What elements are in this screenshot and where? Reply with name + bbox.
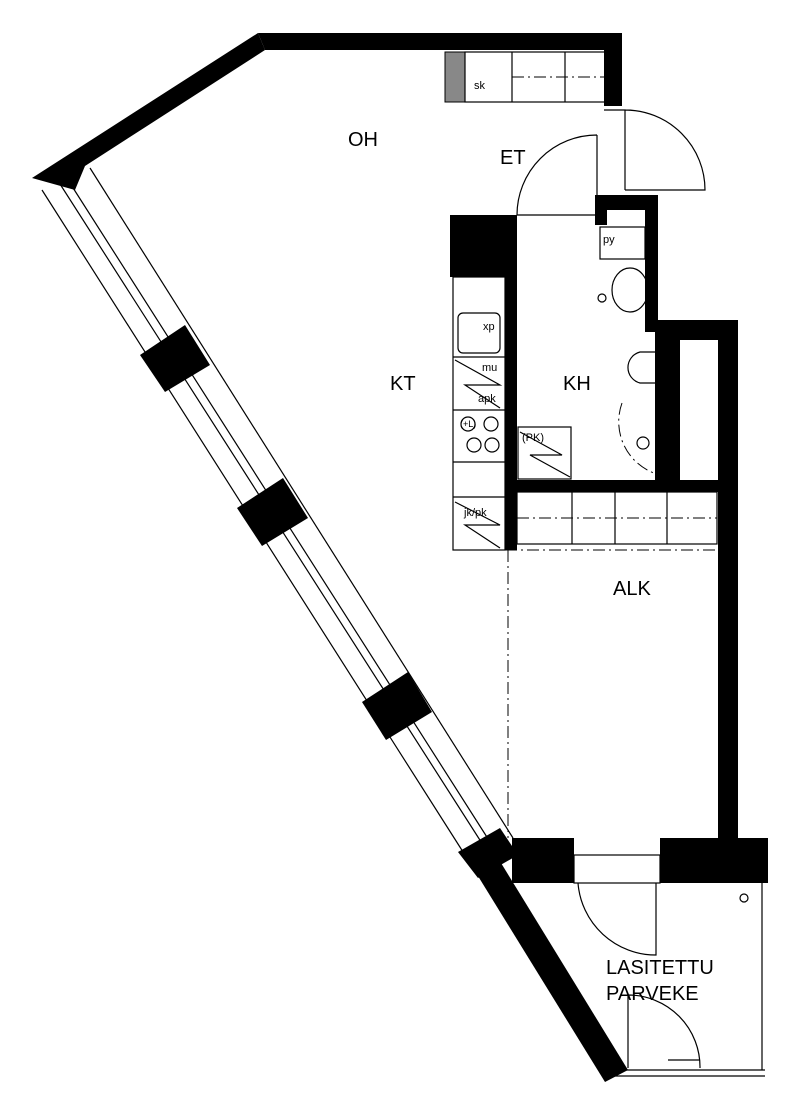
label-jkpk: jk/pk — [463, 507, 487, 519]
label-apk: apk — [478, 393, 496, 405]
et-door[interactable] — [516, 134, 598, 216]
wall-balcony-diagonal — [465, 845, 628, 1082]
balcony-glazing-door[interactable] — [627, 994, 701, 1069]
room-label-kh: KH — [563, 373, 591, 395]
sink — [457, 312, 501, 354]
label-stove: (+L) — [460, 419, 476, 429]
label-mu: mu — [482, 362, 497, 374]
wall-top — [258, 33, 622, 50]
wall-kitchen-block — [450, 215, 512, 277]
drying-cabinet — [599, 226, 646, 260]
wall-pillar — [140, 325, 210, 392]
basin-tap — [597, 293, 607, 303]
storage-cabinet — [444, 51, 466, 103]
room-label-et: ET — [500, 147, 526, 169]
washing-machine — [517, 426, 572, 480]
label-sk: sk — [474, 80, 486, 92]
label-pk: (PK) — [522, 432, 544, 444]
room-label-balcony-2: PARVEKE — [606, 983, 699, 1005]
window-band-inner — [89, 167, 514, 839]
wall-pillar — [362, 672, 432, 740]
wall-pillar — [237, 478, 308, 546]
balcony-door[interactable] — [577, 882, 657, 956]
wall-entry-right — [604, 33, 622, 106]
toilet — [627, 351, 676, 384]
entry-door[interactable] — [604, 109, 706, 191]
label-py: py — [603, 234, 615, 246]
shower-curtain — [618, 402, 661, 476]
wall-bathroom-bottom — [505, 480, 720, 492]
stove-burner — [466, 437, 482, 453]
room-label-balcony-1: LASITETTU — [606, 957, 714, 979]
stove-burner — [484, 437, 500, 453]
wall-bathroom-left — [505, 215, 517, 550]
washbasin — [611, 267, 649, 313]
stove-burner — [460, 416, 476, 432]
wall-right — [718, 320, 738, 840]
balcony-drain — [739, 893, 749, 903]
balcony-door-frame — [573, 854, 661, 884]
wall-balcony-right — [660, 838, 768, 883]
room-label-kt: KT — [390, 373, 416, 395]
washing-machine-symbol — [519, 431, 571, 478]
shower-head — [636, 436, 650, 450]
wall-stub — [595, 195, 607, 225]
fridge-symbol — [454, 501, 501, 549]
wall-balcony-left — [512, 838, 574, 883]
room-label-oh: OH — [348, 129, 378, 151]
wall-top-left-diagonal — [32, 33, 265, 190]
room-label-alk: ALK — [613, 578, 651, 600]
stove-burner — [483, 416, 499, 432]
kitchen-counter — [452, 276, 506, 551]
wall-bathroom-right — [605, 195, 738, 482]
label-xp: xp — [483, 321, 495, 333]
dishwasher-symbol — [454, 359, 503, 409]
